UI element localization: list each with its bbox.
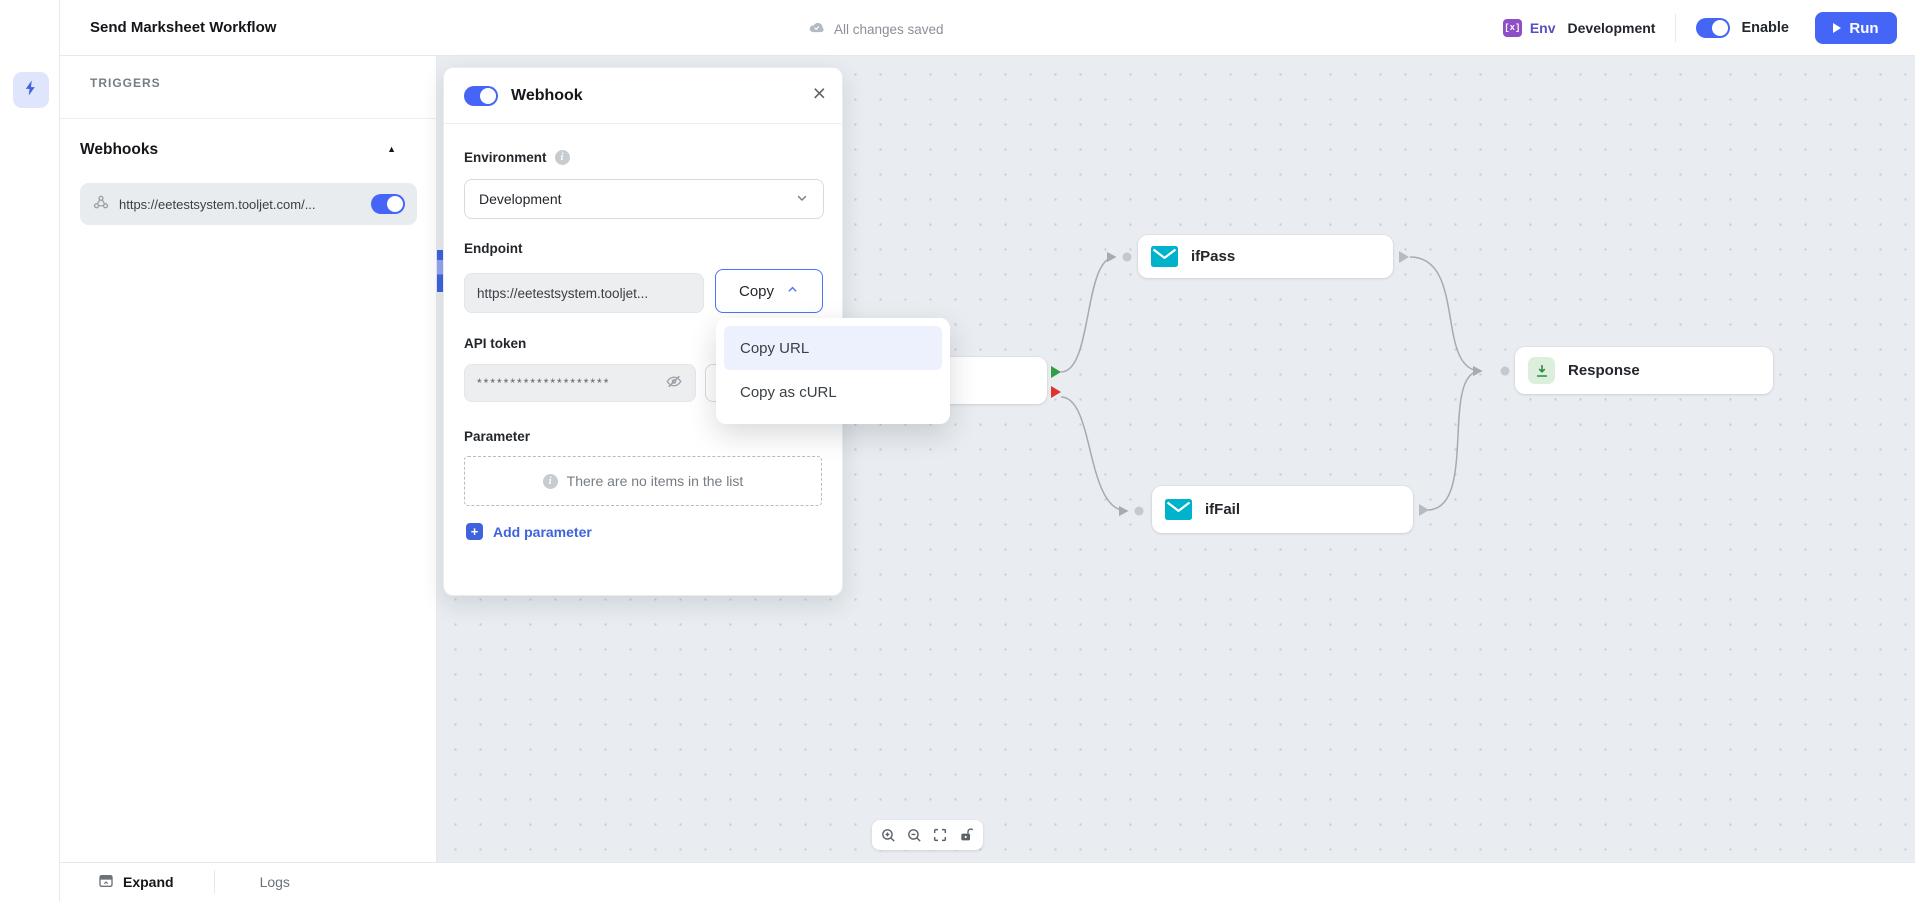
copy-button-label: Copy <box>738 282 775 300</box>
divider <box>60 118 437 119</box>
divider <box>1675 14 1677 42</box>
menu-item-copy-as-curl[interactable]: Copy as cURL <box>740 383 837 401</box>
collapse-caret-icon[interactable]: ▲ <box>387 144 396 154</box>
environment-label: Environment i <box>464 150 570 165</box>
node-label: ifPass <box>1191 248 1236 265</box>
node-label: ifFail <box>1205 501 1241 518</box>
sidebar-section-title: TRIGGERS <box>90 76 161 90</box>
node-ifpass[interactable]: ifPass <box>1138 235 1409 278</box>
info-icon: i <box>542 473 558 489</box>
triggers-rail-button[interactable] <box>13 72 49 108</box>
save-status: All changes saved <box>808 19 944 39</box>
add-parameter-button[interactable]: + Add parameter <box>466 523 592 540</box>
response-output-icon <box>1528 357 1555 384</box>
zoom-in-button[interactable] <box>878 824 900 846</box>
menu-item-copy-url[interactable]: Copy URL <box>724 326 942 370</box>
api-token-label: API token <box>464 336 527 351</box>
webhook-icon <box>92 193 110 216</box>
divider <box>213 870 215 894</box>
environment-label-text: Environment <box>464 150 547 165</box>
add-parameter-label: Add parameter <box>493 523 592 540</box>
left-rail <box>0 0 60 901</box>
hidden-node-fragment <box>437 250 446 292</box>
modal-header: Webhook × <box>444 68 842 124</box>
expand-button[interactable]: Expand <box>98 873 174 892</box>
node-label: Response <box>1568 362 1640 379</box>
api-token-input[interactable] <box>464 364 696 402</box>
environment-select[interactable]: Development <box>464 179 824 219</box>
success-handle[interactable] <box>1051 366 1061 378</box>
empty-parameter-list: i There are no items in the list <box>464 456 822 506</box>
plus-icon: + <box>466 523 483 540</box>
canvas-controls <box>872 820 983 850</box>
top-bar: Send Marksheet Workflow All changes save… <box>19 0 1915 56</box>
webhooks-group-title: Webhooks <box>80 141 159 158</box>
copy-dropdown-button[interactable]: Copy <box>715 269 823 313</box>
top-bar-right: [x] Env Development Enable Run <box>1502 0 1897 56</box>
run-label: Run <box>1849 19 1879 37</box>
mail-icon <box>1165 499 1192 520</box>
eye-off-icon[interactable] <box>662 373 686 393</box>
output-handle[interactable] <box>1399 250 1409 263</box>
modal-title: Webhook <box>511 86 583 104</box>
enable-toggle[interactable] <box>1696 18 1731 38</box>
lock-button[interactable] <box>955 824 977 846</box>
zoom-out-button[interactable] <box>904 824 926 846</box>
endpoint-input[interactable] <box>464 273 704 313</box>
webhook-config-modal: Webhook × Environment i Development Endp… <box>443 67 843 596</box>
save-status-text: All changes saved <box>834 21 944 37</box>
environment-select-value: Development <box>479 191 562 207</box>
page-title: Send Marksheet Workflow <box>90 19 277 36</box>
workflow-edges <box>1060 251 1510 517</box>
webhook-item-toggle[interactable] <box>371 194 405 214</box>
copy-dropdown-menu: Copy URL Copy as cURL <box>716 318 950 424</box>
enable-label: Enable <box>1741 20 1789 36</box>
fit-view-button[interactable] <box>929 824 951 846</box>
webhook-list-item[interactable]: https://eetestsystem.tooljet.com/... <box>80 183 417 225</box>
webhook-url-text: https://eetestsystem.tooljet.com/... <box>119 196 316 212</box>
node-iffail[interactable]: ifFail <box>1152 486 1429 533</box>
mail-icon <box>1151 246 1178 267</box>
env-icon: [x] <box>1502 19 1522 37</box>
close-icon[interactable]: × <box>812 80 826 106</box>
output-handle[interactable] <box>1419 503 1429 516</box>
run-button[interactable]: Run <box>1815 12 1897 44</box>
expand-label: Expand <box>123 874 174 890</box>
webhook-enable-toggle[interactable] <box>464 85 498 106</box>
logs-tab[interactable]: Logs <box>259 874 290 890</box>
expand-panel-icon <box>98 873 114 892</box>
endpoint-label: Endpoint <box>464 241 523 256</box>
info-icon: i <box>554 150 570 165</box>
cloud-check-icon <box>808 19 825 39</box>
node-response[interactable]: Response <box>1515 347 1773 394</box>
play-icon <box>1833 23 1842 33</box>
environment-chip[interactable]: [x] Env Development <box>1502 19 1656 37</box>
parameter-label: Parameter <box>464 429 531 444</box>
lightning-icon <box>22 79 40 102</box>
failure-handle[interactable] <box>1051 386 1061 398</box>
chevron-up-icon <box>786 283 799 300</box>
chevron-down-icon <box>795 191 809 208</box>
empty-list-text: There are no items in the list <box>566 473 744 489</box>
env-label: Env <box>1529 20 1556 36</box>
bottom-status-bar: Expand Logs <box>60 862 1915 901</box>
env-value: Development <box>1567 20 1656 36</box>
triggers-sidebar: TRIGGERS Webhooks ▲ https://eetestsystem… <box>60 56 437 862</box>
